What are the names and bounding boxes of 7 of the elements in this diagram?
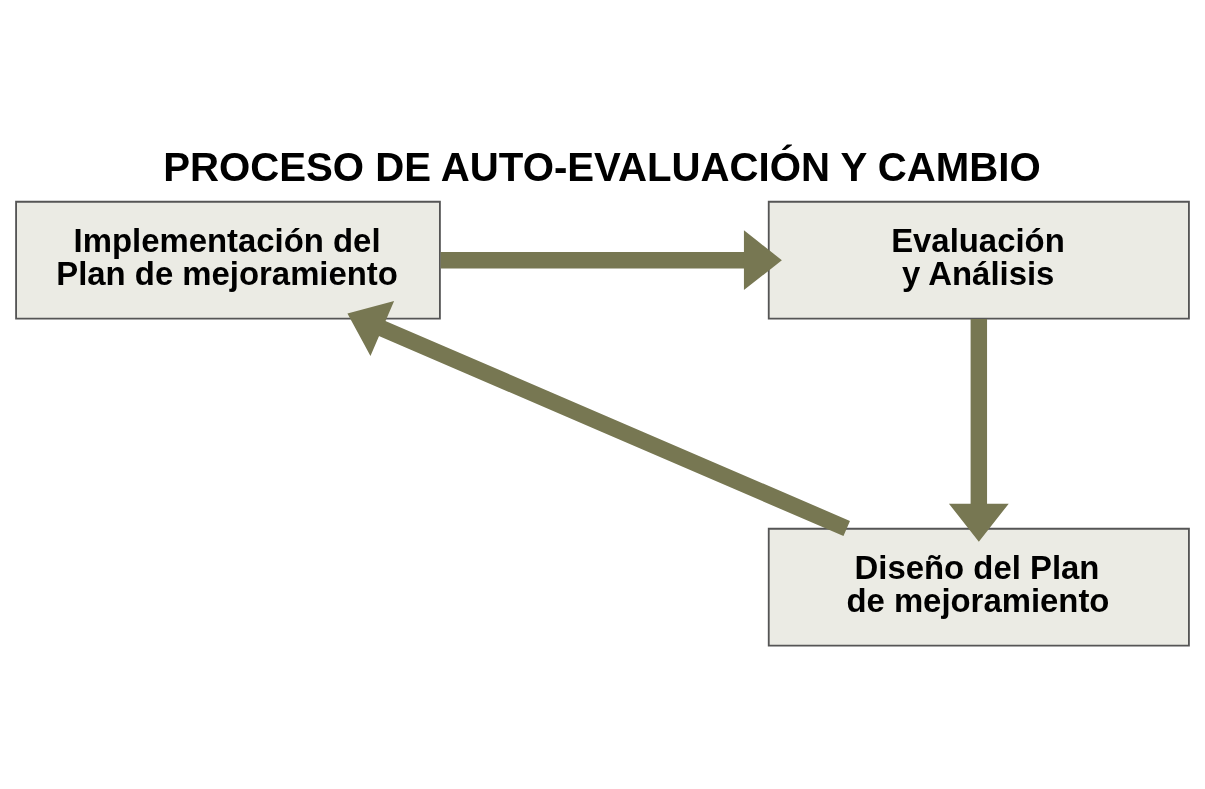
diagram-title: PROCESO DE AUTO-EVALUACIÓN Y CAMBIO — [163, 144, 1041, 190]
arrow — [347, 301, 850, 537]
arrow — [440, 230, 782, 291]
arrow — [948, 319, 1009, 542]
node-box: Diseño del Plan de mejoramiento — [767, 527, 1190, 647]
node-box: Implementación del Plan de mejoramiento — [15, 200, 441, 320]
node-box: Evaluación y Análisis — [767, 200, 1190, 320]
